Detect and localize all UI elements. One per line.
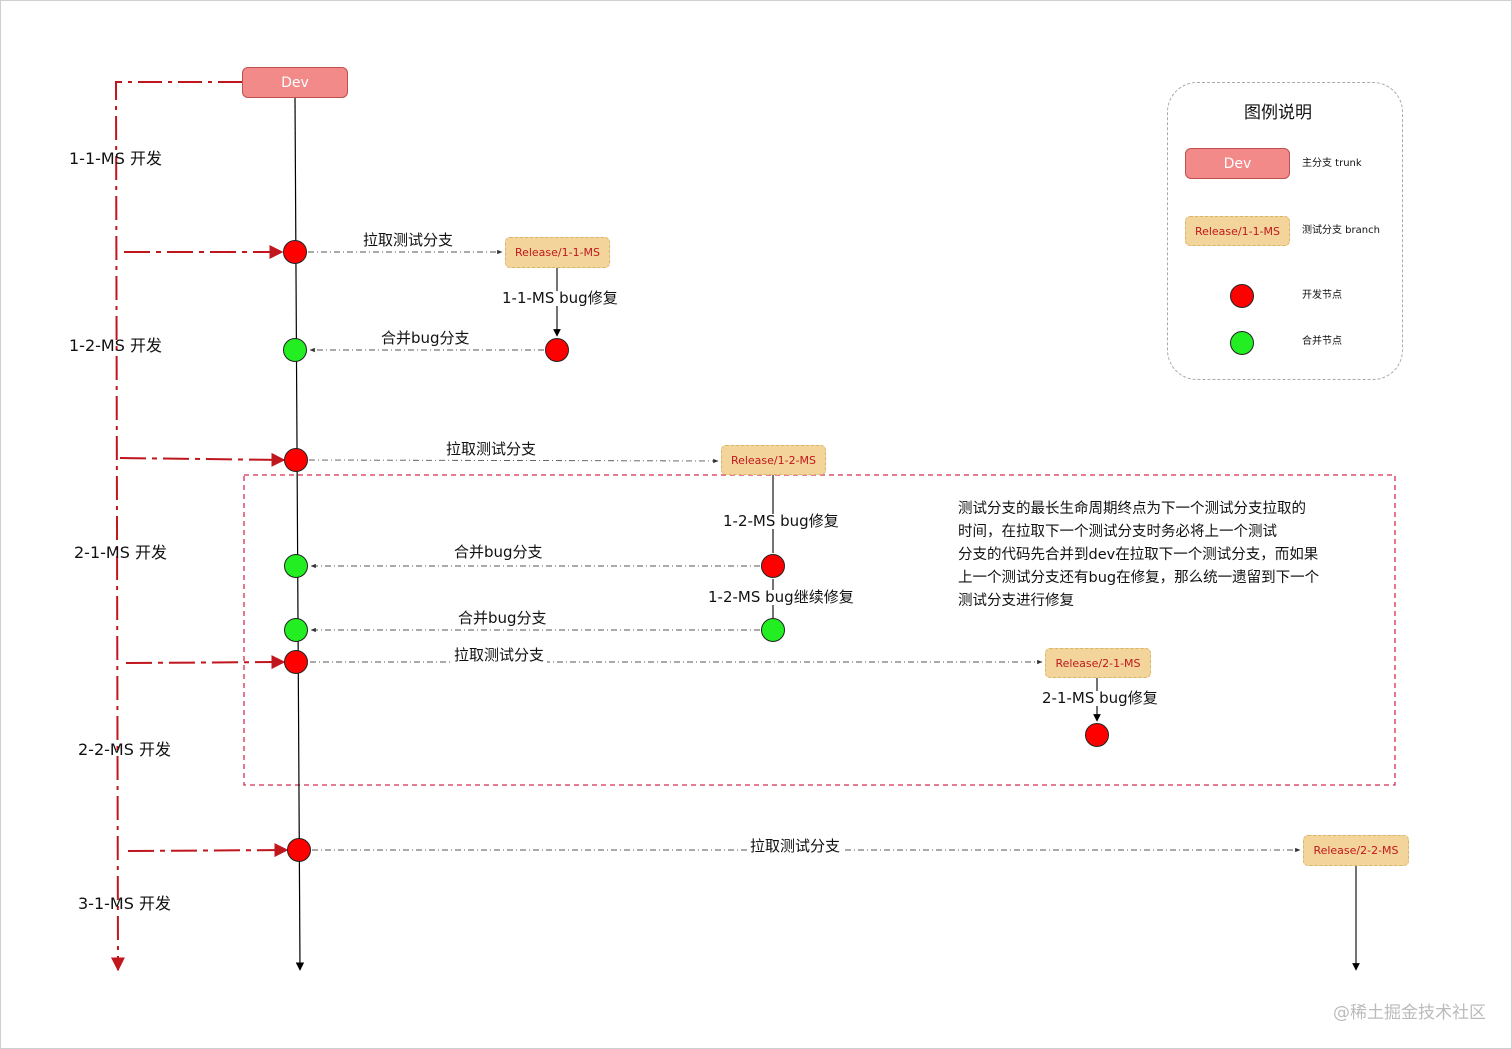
dev-node (1085, 723, 1109, 747)
bug-fix-label: 2-1-MS bug修复 (1040, 689, 1160, 707)
pull-branch-label: 拉取测试分支 (360, 233, 457, 248)
release-box: Release/1-2-MS (721, 445, 826, 475)
release-box: Release/1-1-MS (505, 237, 610, 268)
bug-fix-label: 1-2-MS bug修复 (721, 512, 841, 530)
merge-node (284, 618, 308, 642)
phase-label: 2-1-MS 开发 (74, 543, 167, 562)
legend-release-desc: 测试分支 branch (1302, 225, 1380, 236)
dev-node (283, 240, 307, 264)
merge-node (283, 338, 307, 362)
release-box: Release/2-2-MS (1303, 835, 1409, 866)
phase-label: 1-2-MS 开发 (69, 336, 162, 355)
merge-bug-label: 合并bug分支 (378, 331, 473, 346)
pull-branch-label: 拉取测试分支 (443, 442, 540, 457)
dev-node (545, 338, 569, 362)
merge-node (761, 618, 785, 642)
bug-fix-label: 1-2-MS bug继续修复 (706, 588, 856, 606)
note-line: 测试分支进行修复 (958, 593, 1074, 609)
release-box: Release/2-1-MS (1045, 648, 1151, 678)
dev-timeline (110, 81, 289, 972)
bug-fix-label: 1-1-MS bug修复 (500, 289, 620, 307)
nodes (283, 240, 1109, 862)
note-line: 上一个测试分支还有bug在修复，那么统一遗留到下一个 (958, 570, 1320, 586)
legend-dev-desc: 主分支 trunk (1302, 158, 1362, 169)
watermark: @稀土掘金技术社区 (1333, 1003, 1486, 1023)
legend-release-box: Release/1-1-MS (1185, 216, 1290, 246)
legend-dev-node-desc: 开发节点 (1302, 290, 1342, 301)
note-region (243, 474, 1396, 786)
dev-node (761, 554, 785, 578)
dev-node (284, 650, 308, 674)
legend-merge-node-desc: 合并节点 (1302, 336, 1342, 347)
phase-label: 1-1-MS 开发 (69, 149, 162, 168)
merge-node (284, 554, 308, 578)
dev-node (287, 838, 311, 862)
merge-bug-label: 合并bug分支 (455, 611, 550, 626)
legend-dev-box: Dev (1185, 148, 1290, 179)
legend-title: 图例说明 (1244, 103, 1312, 123)
merge-bug-label: 合并bug分支 (451, 545, 546, 560)
legend-panel (1167, 82, 1403, 380)
note-line: 测试分支的最长生命周期终点为下一个测试分支拉取的 (958, 501, 1306, 517)
dev-node (284, 448, 308, 472)
pull-branch-label: 拉取测试分支 (747, 839, 844, 854)
note-line: 时间，在拉取下一个测试分支时务必将上一个测试 (958, 524, 1277, 540)
trunk-dev-box: Dev (242, 67, 348, 98)
phase-label: 3-1-MS 开发 (78, 894, 171, 913)
lifecycle-note: 测试分支的最长生命周期终点为下一个测试分支拉取的 时间，在拉取下一个测试分支时务… (958, 498, 1358, 613)
note-line: 分支的代码先合并到dev在拉取下一个测试分支，而如果 (958, 547, 1319, 563)
pull-branch-label: 拉取测试分支 (451, 648, 548, 663)
phase-label: 2-2-MS 开发 (78, 740, 171, 759)
